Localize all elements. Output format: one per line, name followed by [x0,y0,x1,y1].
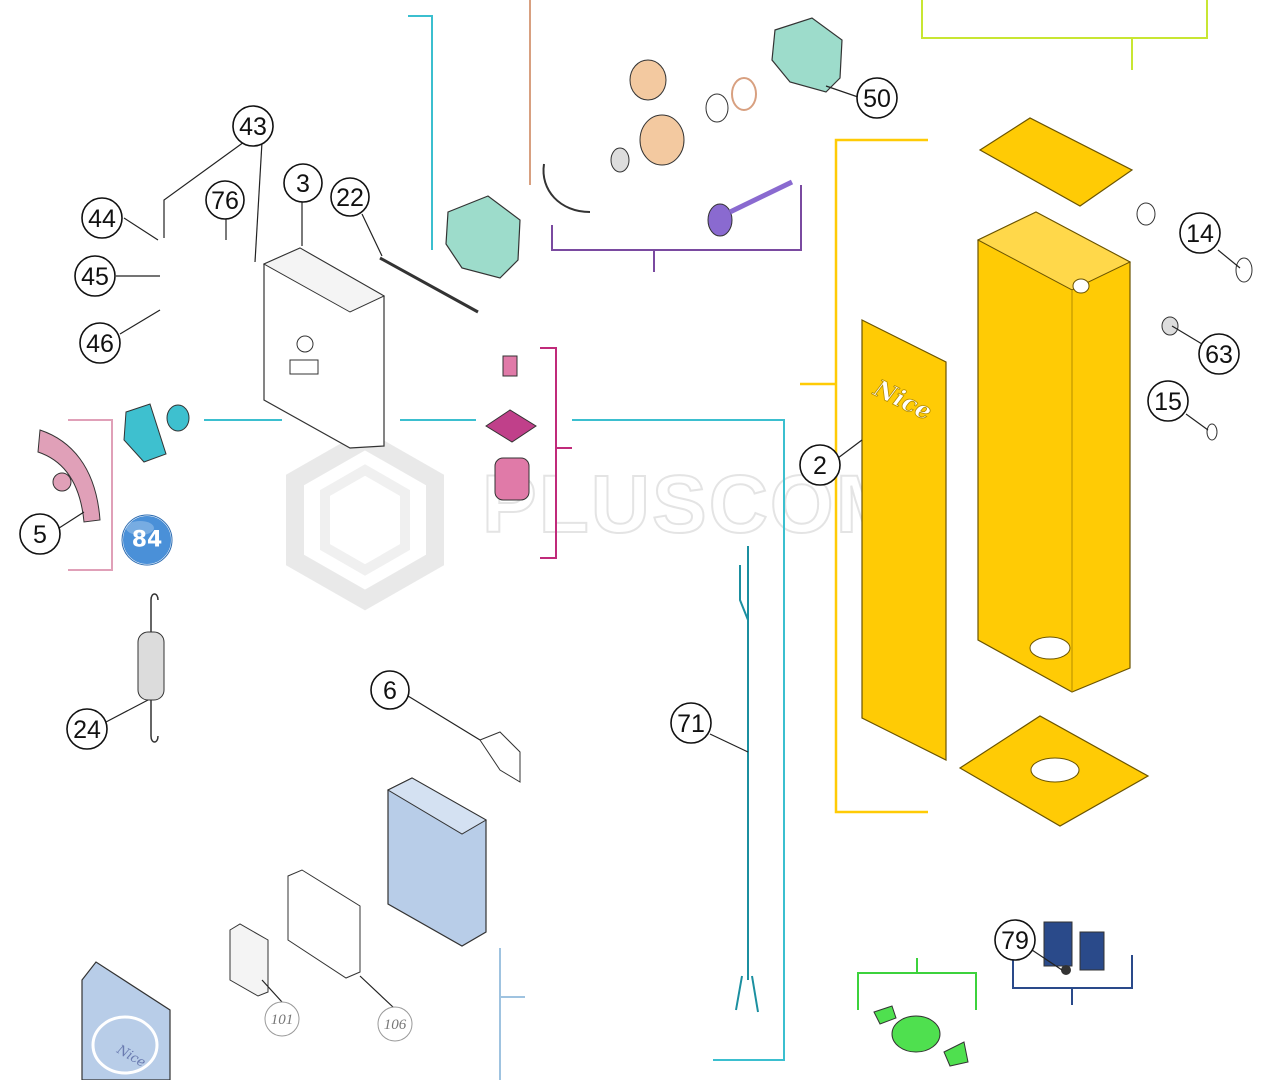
part-shaft [379,256,479,314]
callout-label: 106 [384,1017,407,1033]
callout-circle [670,702,712,744]
part-cabinet-door: Nice [861,319,947,761]
callout-label: 6 [383,677,397,705]
leader-lines [55,85,1241,1009]
callout-circle [330,177,370,217]
callout-circle [1147,380,1189,422]
callout-24[interactable]: 24 [66,708,108,750]
callout-circle [79,322,121,364]
badge-84[interactable]: 84 [121,514,173,566]
callout-circle [377,1006,413,1042]
part-cabinet-lid [978,117,1134,207]
callout-label: 14 [1186,220,1214,248]
callout-label: 79 [1001,927,1029,955]
bracket-lines [68,0,1208,1080]
part-wire-harness [735,546,759,1013]
callout-50[interactable]: 50 [856,77,898,119]
callout-label: 45 [81,263,109,291]
part-green-lamp [873,1005,969,1067]
callout-circle [81,197,123,239]
callout-circle [1179,212,1221,254]
callout-circle [66,708,108,750]
callout-label: 3 [296,170,310,198]
callout-6[interactable]: 6 [370,670,410,710]
callout-label: 44 [88,205,116,233]
callout-label: 15 [1154,388,1182,416]
callout-circle [232,105,274,147]
part-spring [137,593,165,743]
part-cabinet-base [958,715,1150,827]
part-cabinet-body [976,211,1132,693]
callout-circle [264,1001,300,1037]
callout-14[interactable]: 14 [1179,212,1221,254]
part-motor [485,355,537,501]
callout-circle [19,513,61,555]
callout-63[interactable]: 63 [1198,333,1240,375]
part-washers-right [1136,202,1253,441]
bracket-purple [551,185,802,272]
callout-circle [856,77,898,119]
bracket-magenta [540,347,572,559]
watermark-text: PLUSCOM [482,459,906,550]
part-small-bracket [479,731,521,783]
part-main-frame [262,247,386,449]
part-gear-housing [445,195,521,279]
callout-106[interactable]: 106 [377,1006,413,1042]
part-gear-cover [771,17,843,93]
callout-circle [370,670,410,710]
callout-22[interactable]: 22 [330,177,370,217]
callout-label: 24 [73,716,101,744]
callout-label: 22 [336,184,364,212]
callout-label: 50 [863,85,891,113]
bracket-green [857,958,977,1010]
callout-label: 43 [239,113,267,141]
callout-circle [994,919,1036,961]
callout-layer: 43 44 45 46 76 3 22 50 14 63 15 2 5 24 6 71 79 101 106 [19,77,1240,1042]
callout-label: 76 [211,187,239,215]
callout-label: 2 [813,452,827,480]
callout-5[interactable]: 5 [19,513,61,555]
callout-circle [799,444,841,486]
callout-3[interactable]: 3 [283,163,323,203]
callout-label: 63 [1205,341,1233,369]
part-cam-plate [37,429,101,523]
bracket-navy [1012,955,1133,1005]
part-gear-shafts [610,59,794,237]
bracket-teal-top [408,15,433,250]
part-control-board-106 [287,869,361,979]
part-blue-cover: Nice [81,961,171,1080]
part-clamp [123,403,190,463]
bracket-lightblue [499,948,525,1080]
badge-84-label: 84 [132,528,163,553]
callout-label: 101 [271,1012,294,1028]
callout-44[interactable]: 44 [81,197,123,239]
callout-76[interactable]: 76 [205,180,245,220]
bracket-pink [68,419,113,571]
callout-label: 71 [677,710,705,738]
bracket-teal-middle [204,419,785,1061]
callout-label: 5 [33,521,47,549]
callout-46[interactable]: 46 [79,322,121,364]
part-control-enclosure [386,777,488,947]
callout-71[interactable]: 71 [670,702,712,744]
watermark-logo [286,429,444,611]
callout-circle [1198,333,1240,375]
callout-circle [205,180,245,220]
callout-label: 46 [86,330,114,358]
part-control-board-101 [229,923,269,997]
callout-45[interactable]: 45 [74,255,116,297]
callout-2[interactable]: 2 [799,444,841,486]
part-navy-covers [1043,921,1105,975]
callout-15[interactable]: 15 [1147,380,1189,422]
part-retaining-clip [542,163,591,213]
callout-101[interactable]: 101 [264,1001,300,1037]
callout-79[interactable]: 79 [994,919,1036,961]
callout-circle [74,255,116,297]
callout-43[interactable]: 43 [232,105,274,147]
callout-circle [283,163,323,203]
bracket-lime [921,0,1208,70]
